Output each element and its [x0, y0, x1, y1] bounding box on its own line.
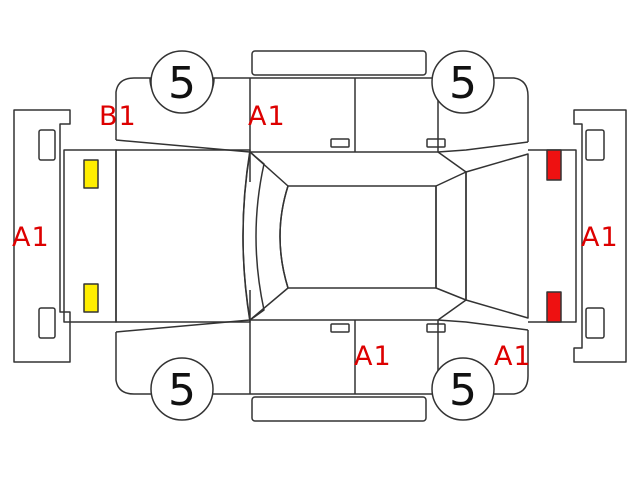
- tire-front-right-label: 5: [449, 58, 477, 109]
- tire-front-left: 5: [149, 50, 215, 114]
- bottom-door-seams: [249, 320, 439, 394]
- rear-lamp-top: [546, 149, 562, 181]
- code-front-fender-left: B1: [99, 101, 137, 132]
- rear-lamp-bottom: [546, 291, 562, 323]
- top-side-step: [251, 50, 427, 76]
- roof: [279, 185, 437, 289]
- front-lamp-top: [83, 159, 99, 189]
- rear-bumper: [573, 109, 627, 363]
- top-view-body: [63, 149, 577, 323]
- tire-rear-left: 5: [150, 357, 214, 421]
- tire-front-left-label: 5: [168, 58, 196, 109]
- bottom-front-door-handle: [330, 323, 350, 333]
- bottom-rear-door-handle: [426, 323, 446, 333]
- code-front-door-left: A1: [248, 101, 286, 132]
- code-rear-fender-right: A1: [494, 341, 532, 372]
- code-front-bumper: A1: [12, 222, 50, 253]
- top-front-door-handle: [330, 138, 350, 148]
- code-rear-door-right: A1: [354, 341, 392, 372]
- tire-rear-right-label: 5: [449, 365, 477, 416]
- rear-window: [435, 171, 467, 301]
- windshield-inner: [249, 151, 265, 321]
- front-lamp-bottom: [83, 283, 99, 313]
- rear-pillars: [437, 151, 467, 321]
- front-bumper: [13, 109, 71, 363]
- tire-rear-left-label: 5: [168, 365, 196, 416]
- code-rear-bumper: A1: [581, 222, 619, 253]
- hood: [115, 149, 251, 323]
- tailgate: [465, 153, 529, 319]
- tire-front-right: 5: [431, 50, 495, 114]
- top-rear-door-handle: [426, 138, 446, 148]
- bottom-side-step: [251, 396, 427, 422]
- tire-rear-right: 5: [431, 357, 495, 421]
